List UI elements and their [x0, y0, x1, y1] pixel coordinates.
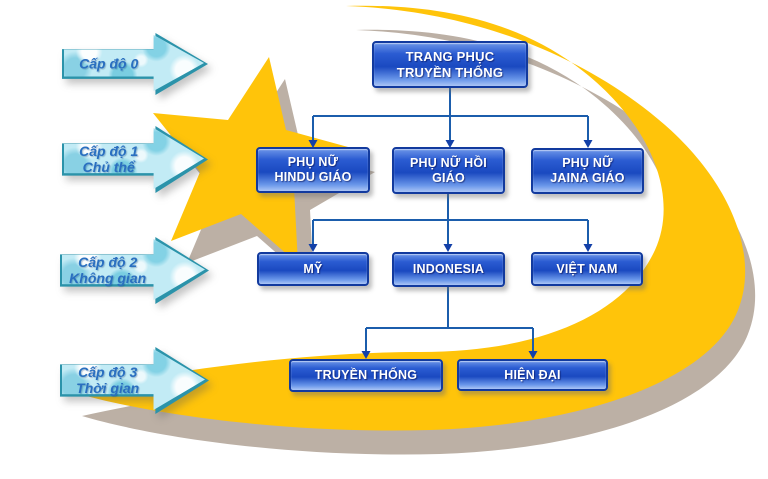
node-phu-nu-jaina-giao: PHỤ NỮ JAINA GIÁO [531, 148, 644, 194]
level-1-sublabel: Chủ thể [82, 159, 135, 176]
node-trang-phuc-truyen-thong: TRANG PHỤC TRUYỀN THỐNG [372, 41, 528, 88]
level-0-label: Cấp độ 0 [79, 55, 139, 72]
level-arrow-0: Cấp độ 0 [62, 33, 208, 95]
level-arrow-1: Cấp độ 1 Chủ thể [62, 126, 208, 193]
level-1-label: Cấp độ 1 [79, 142, 139, 159]
level-2-sublabel: Không gian [69, 270, 147, 287]
level-arrow-3: Cấp độ 3 Thời gian [60, 347, 209, 414]
level-3-sublabel: Thời gian [76, 380, 140, 397]
node-my: MỸ [257, 252, 369, 286]
node-viet-nam: VIỆT NAM [531, 252, 643, 286]
node-phu-nu-hindu-giao: PHỤ NỮ HINDU GIÁO [256, 147, 370, 193]
level-arrow-2: Cấp độ 2 Không gian [60, 237, 209, 304]
node-phu-nu-hoi-giao: PHỤ NỮ HỒI GIÁO [392, 147, 505, 194]
swoosh-shape [72, 5, 746, 431]
level-2-label: Cấp độ 2 [78, 253, 138, 270]
node-truyen-thong: TRUYỀN THỐNG [289, 359, 443, 392]
node-indonesia: INDONESIA [392, 252, 505, 287]
node-hien-dai: HIỆN ĐẠI [457, 359, 608, 391]
level-3-label: Cấp độ 3 [78, 363, 138, 380]
